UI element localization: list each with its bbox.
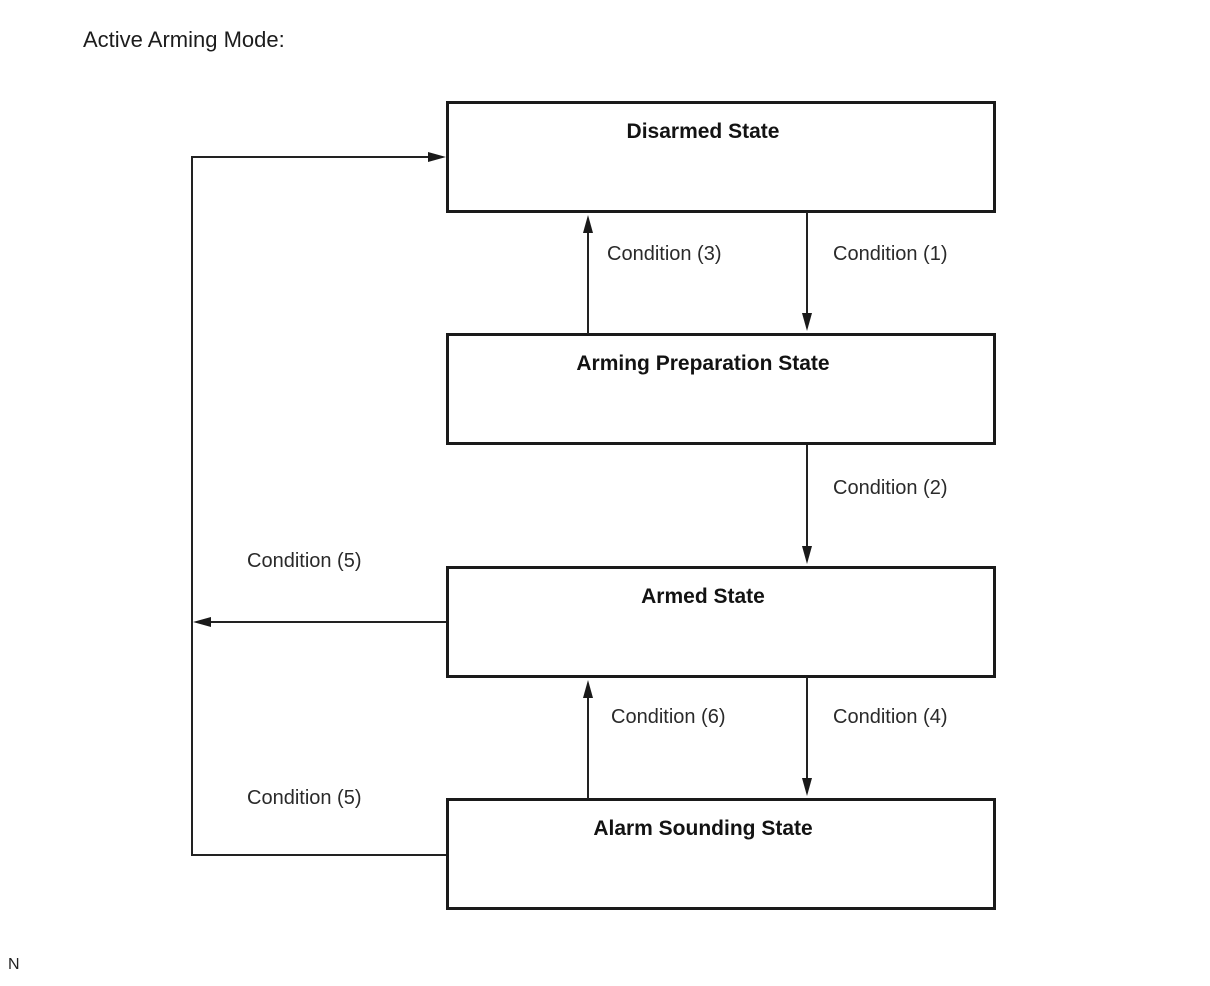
state-box-armed: Armed State: [446, 566, 996, 678]
arrowhead-right-icon: [428, 152, 446, 162]
arrowhead-down-icon: [802, 778, 812, 796]
page-footnote: N: [8, 956, 20, 973]
arrowhead-up-icon: [583, 680, 593, 698]
state-label-armed: Armed State: [641, 585, 765, 608]
state-box-alarm-sounding: Alarm Sounding State: [446, 798, 996, 910]
return-rail-bottom-line: [191, 854, 446, 856]
transition-label-condition-1: Condition (1): [833, 243, 948, 265]
transition-line-condition-2: [806, 445, 808, 549]
state-box-arming-preparation: Arming Preparation State: [446, 333, 996, 445]
state-label-disarmed: Disarmed State: [626, 120, 780, 143]
state-box-disarmed: Disarmed State: [446, 101, 996, 213]
transition-label-condition-3: Condition (3): [607, 243, 722, 265]
transition-label-condition-6: Condition (6): [611, 706, 726, 728]
transition-label-condition-5-armed: Condition (5): [247, 550, 362, 572]
return-rail-top-line: [191, 156, 431, 158]
transition-line-condition-4: [806, 677, 808, 780]
return-rail-left-line: [191, 156, 193, 856]
arrowhead-down-icon: [802, 313, 812, 331]
transition-label-condition-4: Condition (4): [833, 706, 948, 728]
arrowhead-down-icon: [802, 546, 812, 564]
transition-line-condition-1: [806, 212, 808, 316]
diagram-title: Active Arming Mode:: [83, 27, 285, 52]
transition-label-condition-2: Condition (2): [833, 477, 948, 499]
transition-line-condition-3: [587, 230, 589, 334]
transition-label-condition-5-alarm: Condition (5): [247, 787, 362, 809]
state-label-alarm-sounding: Alarm Sounding State: [593, 817, 813, 840]
state-label-arming-preparation: Arming Preparation State: [576, 352, 830, 375]
transition-line-condition-5-armed: [210, 621, 446, 623]
transition-line-condition-6: [587, 695, 589, 799]
arrowhead-up-icon: [583, 215, 593, 233]
arrowhead-left-icon: [193, 617, 211, 627]
